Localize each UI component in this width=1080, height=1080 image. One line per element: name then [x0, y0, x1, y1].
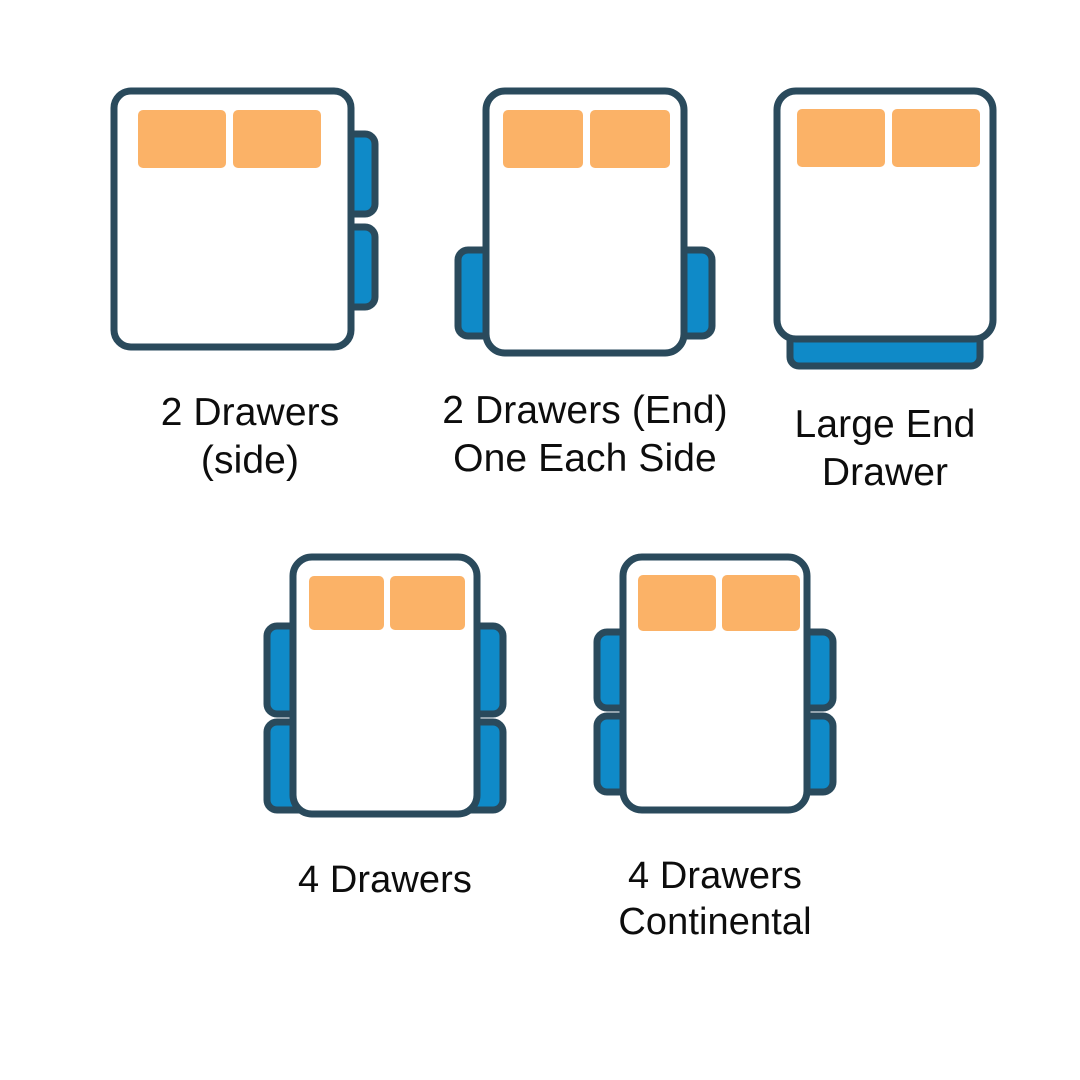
bed-label-four-drawers-continental: 4 Drawers Continental	[618, 855, 812, 944]
bed-label-four-drawers: 4 Drawers	[297, 859, 473, 901]
bed-icon-two-drawers-end	[454, 87, 716, 357]
pillow-right	[722, 575, 800, 631]
bed-label-two-drawers-side: 2 Drawers (side)	[160, 391, 340, 482]
pillow-right	[590, 110, 670, 168]
bed-diagram-two-drawers-end[interactable]: 2 Drawers (End) One Each Side	[395, 82, 775, 482]
pillow-left	[309, 576, 384, 630]
pillow-left	[638, 575, 716, 631]
pillow-right	[892, 109, 980, 167]
pillow-left	[797, 109, 885, 167]
bed-icon-large-end-drawer	[773, 87, 997, 370]
bed-icon-four-drawers-continental	[593, 553, 837, 814]
pillow-left	[503, 110, 583, 168]
bed-icon-two-drawers-side	[110, 87, 379, 351]
bed-diagram-four-drawers-continental[interactable]: 4 Drawers Continental	[545, 548, 885, 946]
bed-diagram-four-drawers[interactable]: 4 Drawers	[215, 548, 555, 903]
bed-label-two-drawers-end: 2 Drawers (End) One Each Side	[442, 389, 728, 480]
pillow-right	[233, 110, 321, 168]
pillow-left	[138, 110, 226, 168]
bed-diagram-two-drawers-side[interactable]: 2 Drawers (side)	[60, 82, 440, 484]
bed-icon-four-drawers	[263, 553, 507, 818]
bed-diagram-large-end-drawer[interactable]: Large End Drawer	[735, 82, 1035, 496]
bed-label-large-end-drawer: Large End Drawer	[794, 403, 976, 494]
pillow-right	[390, 576, 465, 630]
